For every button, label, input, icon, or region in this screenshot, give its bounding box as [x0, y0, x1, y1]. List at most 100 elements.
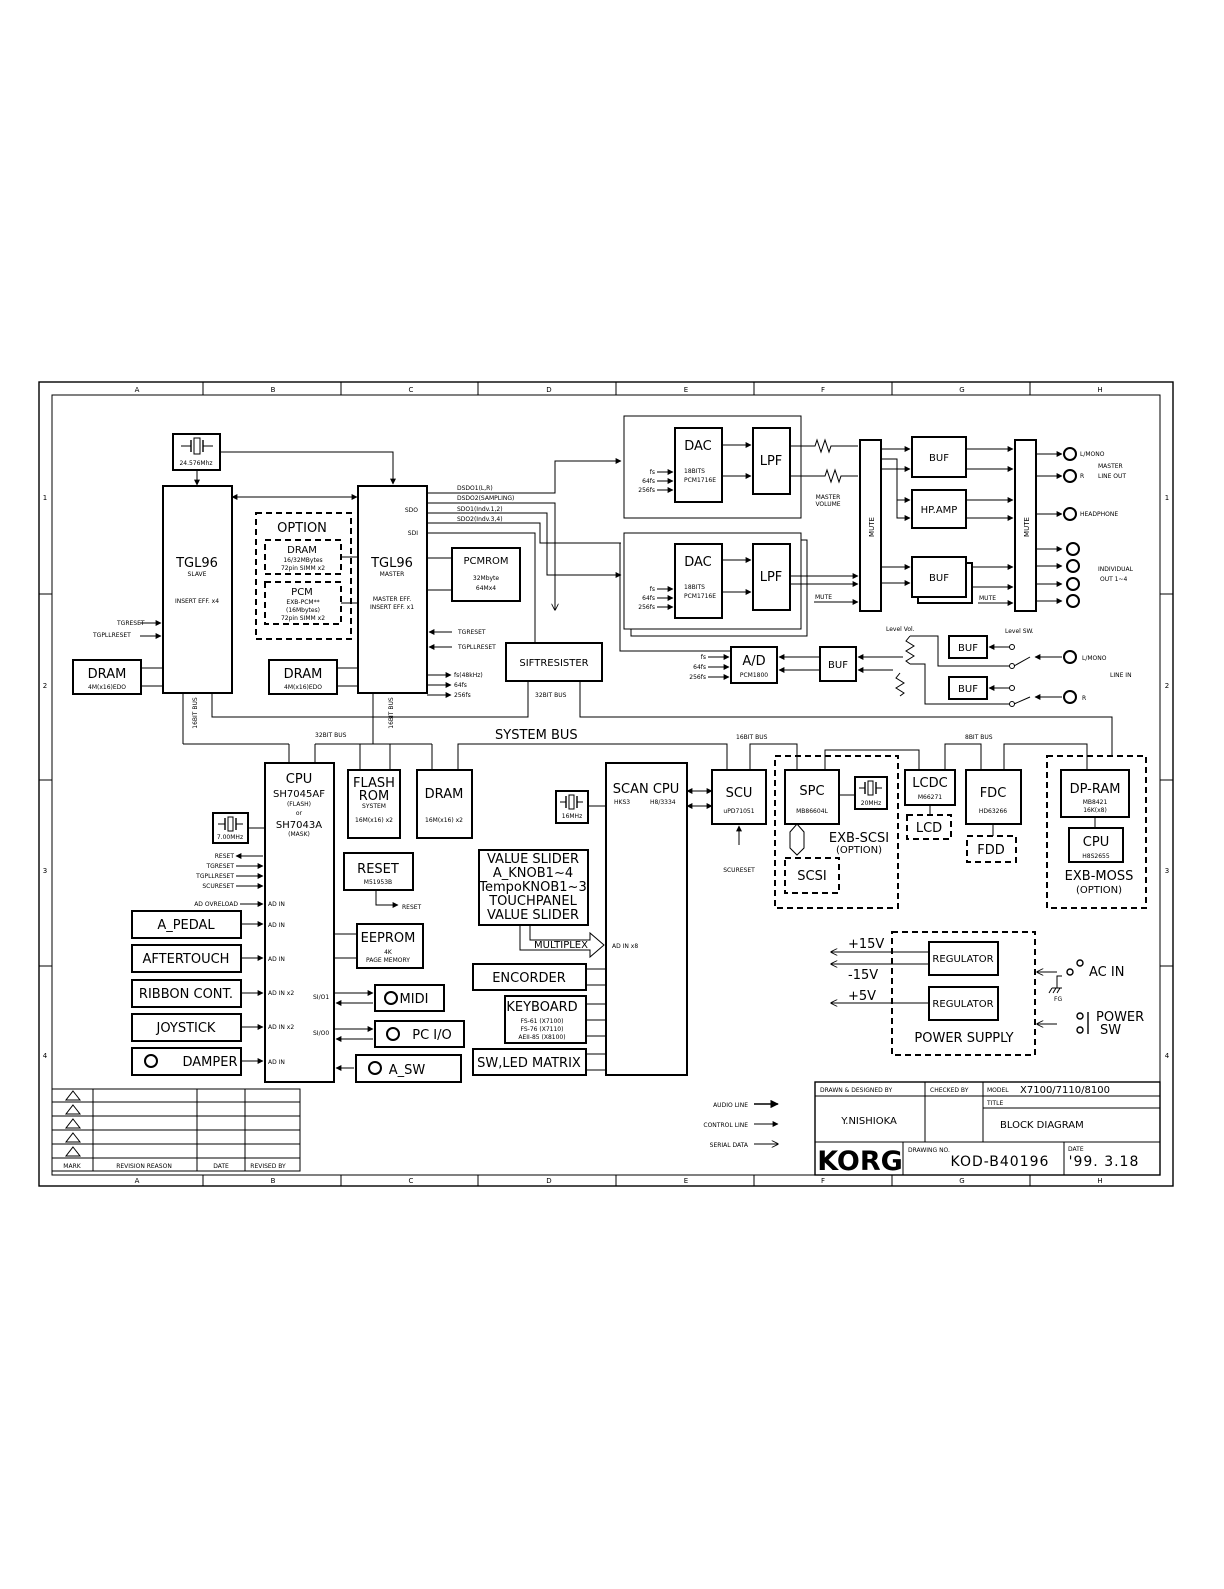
- fdc-block: FDC HD63266: [965, 769, 1022, 825]
- label: MASTER: [816, 494, 841, 501]
- block-line: A_KNOB1~4: [493, 866, 573, 881]
- scan-cpu-block: SCAN CPU HKS3 H8/3334 AD IN x8: [605, 762, 688, 1076]
- table-header: DATE: [213, 1163, 229, 1170]
- crystal-label: 24.576Mhz: [179, 460, 212, 467]
- signal-label: RESET: [402, 904, 422, 911]
- crystal-label: 16MHz: [562, 813, 582, 820]
- block-note: INSERT EFF. x1: [370, 604, 414, 611]
- crystal-7mhz: 7.00MHz: [212, 812, 249, 844]
- block-title: MUTE: [1023, 517, 1031, 537]
- eeprom-block: EEPROM 4K PAGE MEMORY: [356, 923, 424, 969]
- block-title: RESET: [357, 862, 399, 877]
- block-line: 72pin SIMM x2: [281, 615, 325, 622]
- pin-label: AD IN x8: [612, 943, 638, 950]
- master-volume: MASTER VOLUME: [790, 438, 858, 508]
- exb-scsi-option-frame: [774, 755, 899, 909]
- signal-label: AD OVRELOAD: [194, 901, 238, 908]
- block-title: DAC: [684, 439, 712, 454]
- lcd-block: LCD: [906, 814, 952, 840]
- block-line: TOUCHPANEL: [488, 894, 577, 909]
- mute-block-2: MUTE: [1014, 439, 1037, 612]
- label: AC IN: [1089, 965, 1124, 980]
- jack-icon: [144, 1054, 158, 1068]
- ad-converter-block: A/D PCM1800 fs 64fs 256fs: [689, 646, 778, 684]
- regulator-block-1: REGULATOR: [928, 941, 999, 976]
- block-line: PCM1716E: [684, 593, 716, 600]
- row-label: 3: [1165, 867, 1169, 875]
- bus-label: 16BIT BUS: [736, 734, 768, 741]
- signal-label: TGPLLRESET: [195, 873, 234, 880]
- power-switch: POWER SW: [1076, 1010, 1144, 1038]
- signal-label: fs: [701, 654, 706, 661]
- label: MUTE: [815, 594, 832, 601]
- label: (OPTION): [1076, 885, 1122, 896]
- title-block: DRAWN & DESIGNED BY CHECKED BY MODEL X71…: [814, 1081, 1161, 1177]
- block-line: 4K: [384, 949, 393, 956]
- field-value: KOD-B40196: [951, 1154, 1050, 1170]
- pin-label: AD IN: [268, 922, 285, 929]
- field-label: DRAWING NO.: [908, 1147, 950, 1154]
- signal-label: 64fs: [642, 478, 655, 485]
- block-title: LPF: [760, 570, 783, 585]
- row-label: 1: [43, 494, 47, 502]
- block-title: RIBBON CONT.: [139, 987, 233, 1002]
- block-title: DRAM: [425, 787, 464, 802]
- block-note: MASTER EFF.: [373, 596, 411, 603]
- shift-register-block: SIFTRESISTER: [505, 642, 603, 682]
- bus-label: 16BIT BUS: [388, 697, 395, 729]
- legend-label: SERIAL DATA: [710, 1142, 749, 1149]
- label: EXB-MOSS: [1065, 869, 1134, 884]
- block-title: SCU: [726, 786, 753, 801]
- block-title: EEPROM: [361, 931, 416, 946]
- buffer-block-in2: BUF: [948, 676, 988, 700]
- line-legend: AUDIO LINE CONTROL LINE SERIAL DATA: [703, 1099, 779, 1149]
- pin-label: AD IN x2: [268, 990, 294, 997]
- signal-label: SDO2(Indv.3,4): [457, 516, 503, 523]
- jack-icon: [1066, 594, 1080, 608]
- col-label: D: [546, 386, 551, 394]
- pin-label: AD IN x2: [268, 1024, 294, 1031]
- block-line: (MASK): [288, 831, 310, 838]
- dac-block-2: DAC 18BITS PCM1716E fs 64fs 256fs: [638, 543, 723, 619]
- buffer-block-indiv: BUF: [911, 556, 973, 604]
- crystal-20mhz: 20MHz: [854, 776, 888, 810]
- label: LINE IN: [1110, 672, 1132, 679]
- block-title: FLASH: [353, 776, 395, 791]
- damper-block: DAMPER: [131, 1047, 242, 1076]
- ribbon-controller-block: RIBBON CONT.: [131, 979, 242, 1008]
- signal-label: fs(48kHz): [454, 672, 483, 679]
- dp-ram-block: DP-RAM MB8421 16K(x8): [1060, 769, 1130, 818]
- block-title: BUF: [929, 573, 949, 584]
- block-line: FS-61 (X7100): [521, 1018, 564, 1025]
- pin-label: AD IN: [268, 956, 285, 963]
- label: R: [1080, 473, 1084, 480]
- block-sub: SYSTEM: [362, 803, 386, 810]
- signal-label: 256fs: [638, 487, 655, 494]
- block-sub: 4M(x16)EDO: [88, 684, 126, 691]
- block-title: SIFTRESISTER: [519, 658, 588, 669]
- block-title: OPTION: [277, 521, 327, 536]
- system-dram-block: DRAM 16M(x16) x2: [416, 769, 473, 839]
- signal-label: DSDO1(L,R): [457, 485, 493, 492]
- signal-label: SDO1(Indv.1,2): [457, 506, 503, 513]
- bus-label: SYSTEM BUS: [495, 728, 578, 743]
- block-line: 32Mbyte: [473, 575, 500, 582]
- field-label: MODEL: [987, 1087, 1009, 1094]
- table-header: REVISED BY: [250, 1163, 286, 1170]
- jack-icon: [1063, 447, 1077, 461]
- signal-label: TGRESET: [457, 629, 486, 636]
- signal-label: SCURESET: [202, 883, 234, 890]
- connector-pin-icon: [1076, 959, 1084, 967]
- block-title: DAMPER: [183, 1055, 238, 1070]
- block-title: SW,LED MATRIX: [477, 1056, 581, 1071]
- block-line: (FLASH): [287, 801, 311, 808]
- pin-label: SI/O1: [313, 994, 329, 1001]
- block-line: SH7043A: [276, 820, 322, 831]
- block-title: DRAM: [287, 545, 317, 556]
- block-line: AEII-85 (X8100): [518, 1034, 565, 1041]
- table-header: MARK: [63, 1163, 81, 1170]
- lpf-block-2: LPF: [752, 543, 791, 611]
- signal-label: 256fs: [454, 692, 471, 699]
- field-label: CHECKED BY: [930, 1087, 969, 1094]
